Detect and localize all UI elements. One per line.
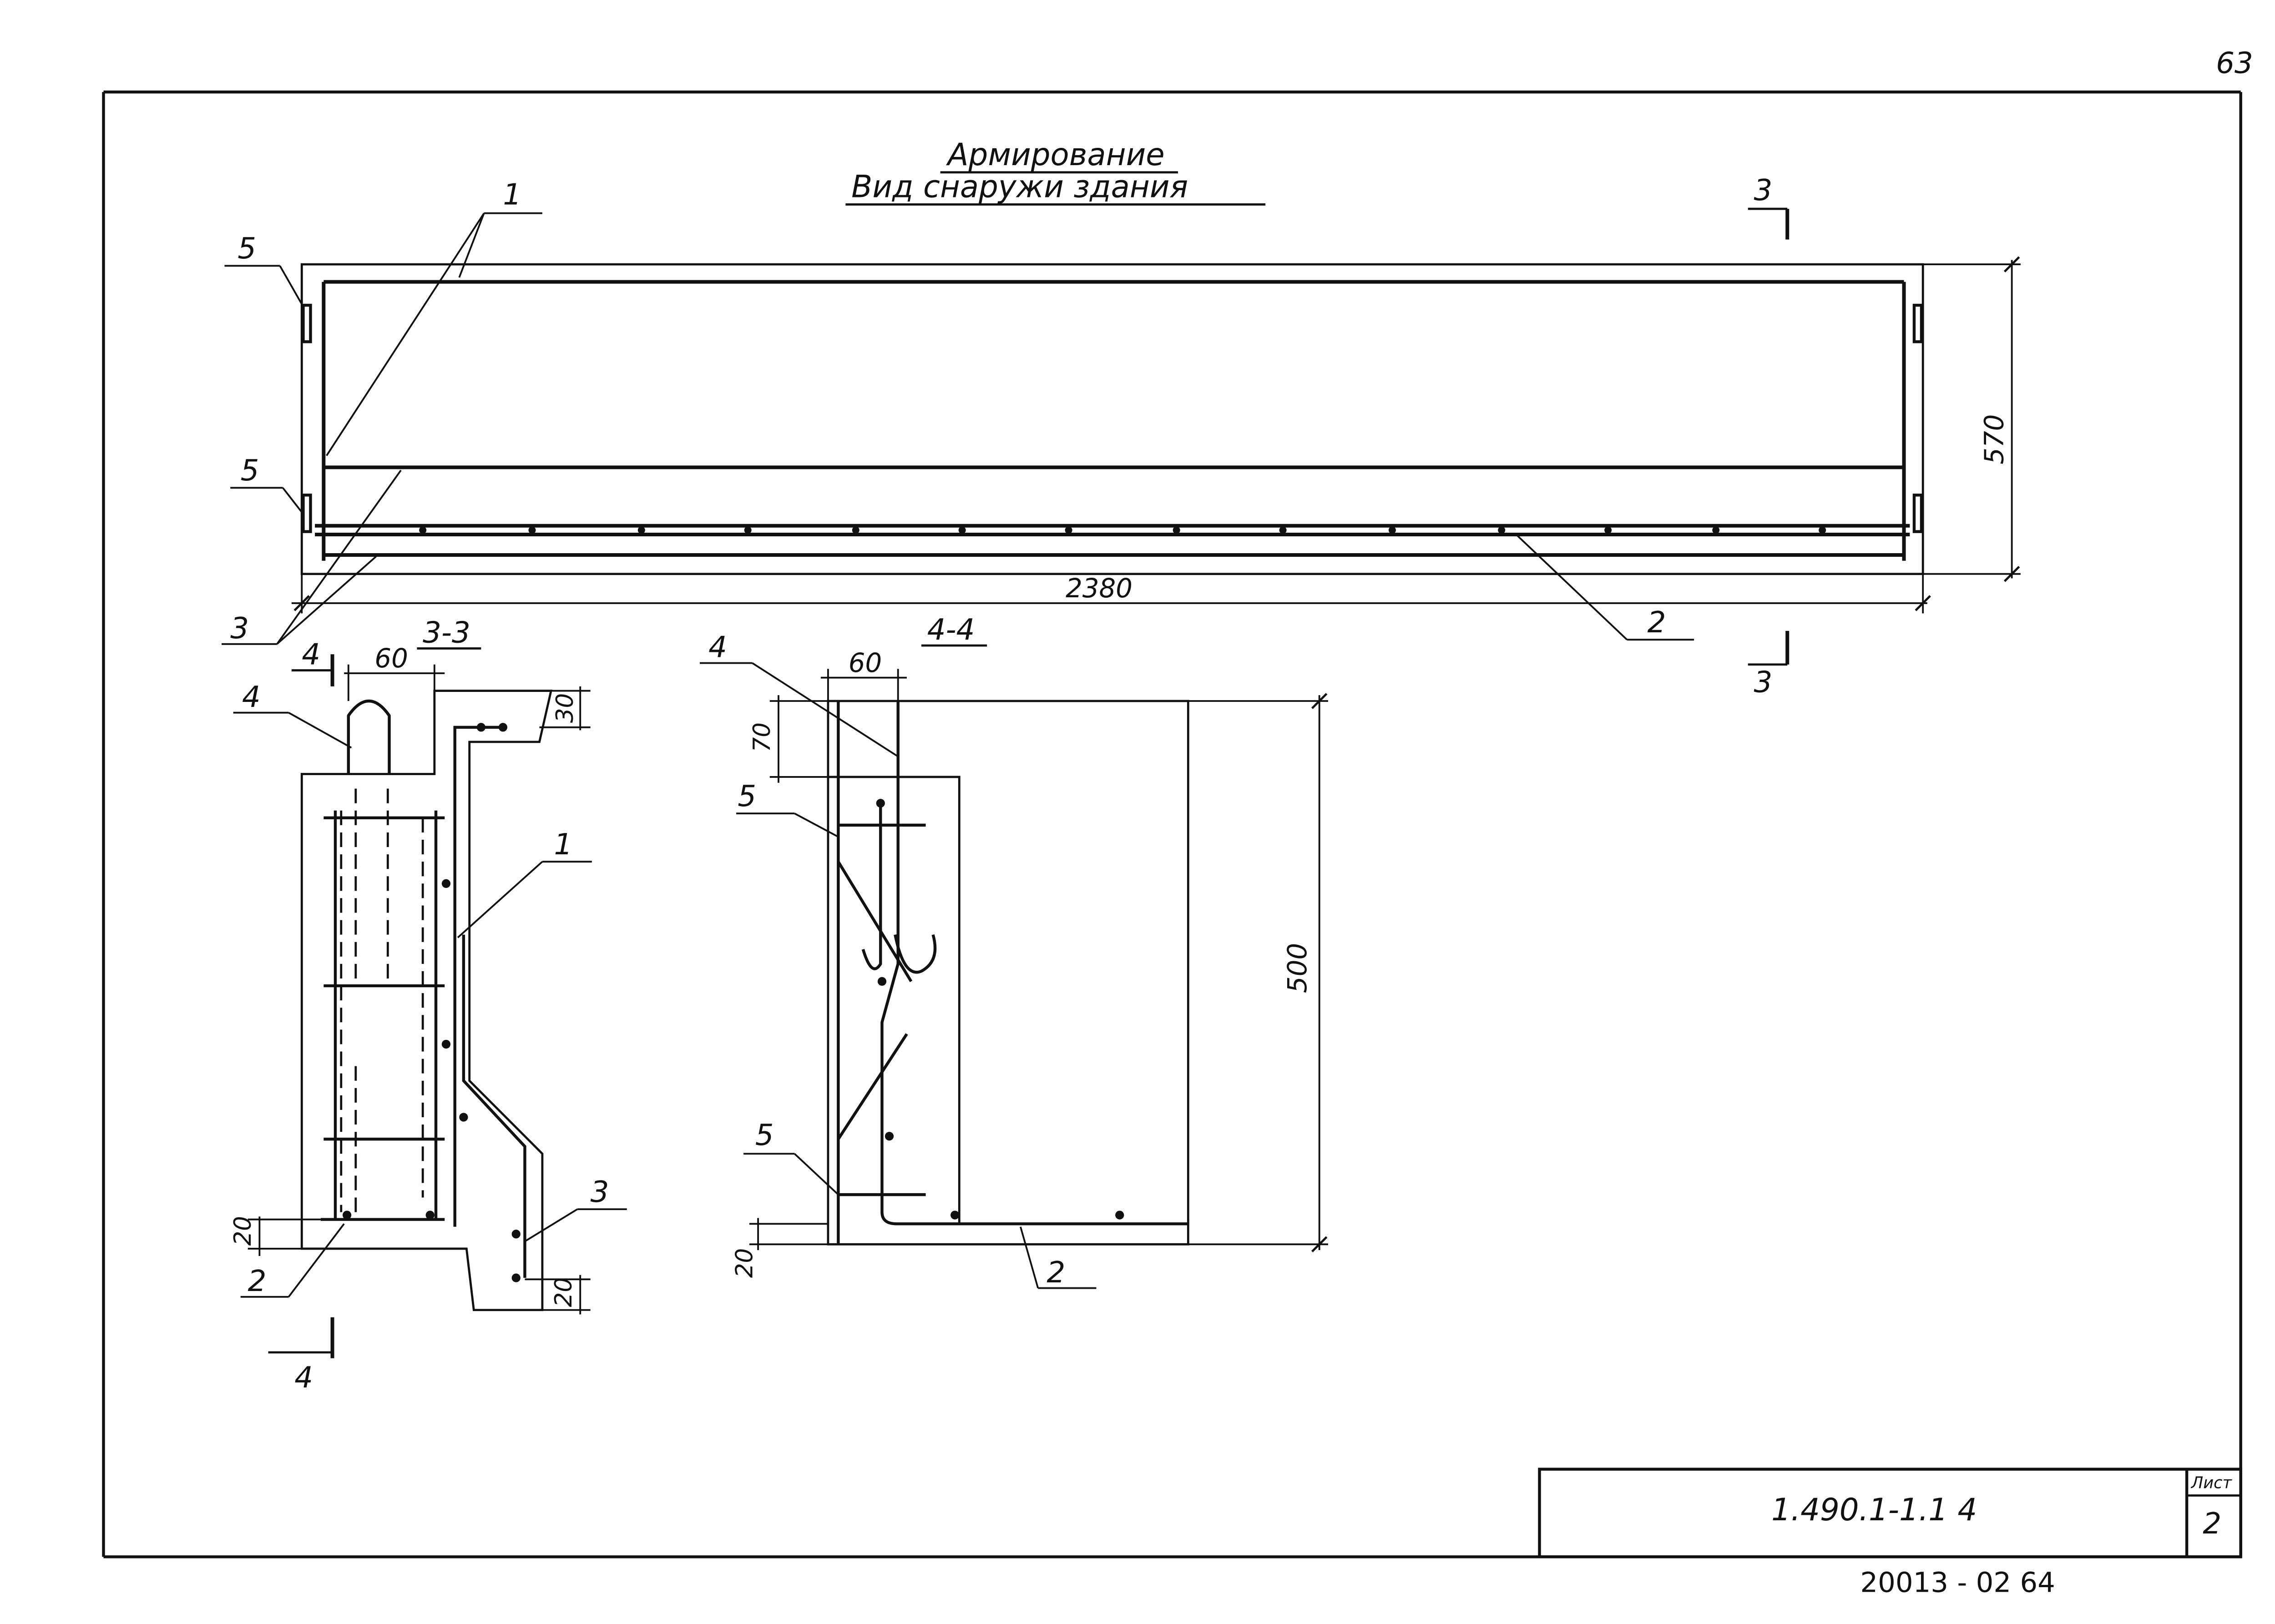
svg-text:4: 4 (302, 638, 320, 672)
document-code: 1.490.1-1.1 4 (1771, 1492, 1977, 1528)
section-mark-3-bottom: 3 (1748, 630, 1790, 700)
section-4-4-callout-2: 2 (1020, 1226, 1097, 1290)
callout-3-label: 3 (230, 611, 249, 646)
callout-3: 3 (222, 469, 402, 646)
section-4-4-callout-4: 4 (699, 630, 899, 757)
section-4-4: 4-4 60 (699, 613, 1328, 1290)
callout-5-lower-label: 5 (241, 454, 259, 488)
title-block: 1.490.1-1.1 4 Лист 2 (1538, 1468, 2242, 1558)
title-line-2: Вид снаружи здания (851, 168, 1188, 204)
section-4-4-dim-70: 70 (748, 695, 828, 783)
svg-text:2: 2 (248, 1264, 267, 1298)
svg-text:20: 20 (229, 1216, 257, 1246)
svg-text:60: 60 (374, 643, 408, 674)
callout-2-label: 2 (1648, 605, 1666, 640)
section-3-3-callout-4: 4 (233, 680, 352, 749)
callout-5-lower: 5 (230, 454, 304, 515)
section-3-3-title: 3-3 (423, 616, 470, 650)
section-mark-3-bottom-label: 3 (1754, 666, 1773, 700)
dimension-height: 570 (1923, 256, 2021, 582)
svg-text:2: 2 (1047, 1256, 1066, 1290)
section-4-4-outline (827, 700, 1189, 1246)
rebar-dots (419, 526, 1826, 534)
callout-1-label: 1 (503, 177, 521, 212)
section-4-4-callout-5-upper: 5 (736, 779, 839, 838)
callout-1: 1 (326, 177, 542, 456)
section-3-3-callout-1: 1 (457, 827, 592, 938)
svg-text:1: 1 (554, 827, 573, 862)
section-4-4-dim-500: 500 (1188, 693, 1328, 1253)
svg-text:3: 3 (591, 1175, 609, 1209)
svg-text:5: 5 (738, 779, 756, 813)
title-line-1: Армирование (946, 136, 1165, 172)
section-mark-3-top-label: 3 (1754, 173, 1773, 207)
section-4-4-title: 4-4 (927, 613, 975, 647)
drawing-title: Армирование Вид снаружи здания (845, 136, 1266, 206)
svg-text:20: 20 (731, 1248, 758, 1278)
svg-text:30: 30 (551, 693, 579, 723)
svg-text:5: 5 (755, 1118, 774, 1152)
section-3-3-dim-20-left: 20 (229, 1216, 321, 1256)
svg-text:4: 4 (242, 680, 261, 714)
svg-text:4: 4 (708, 630, 727, 665)
dimension-length: 2380 (291, 573, 1931, 614)
archive-number: 20013 - 02 64 (1860, 1566, 2055, 1599)
svg-text:20: 20 (550, 1277, 577, 1307)
section-4-4-dim-60: 60 (820, 647, 907, 704)
section-3-3: 3-3 (229, 616, 627, 1395)
callout-5-upper: 5 (224, 232, 304, 308)
svg-text:70: 70 (748, 722, 776, 752)
section-3-3-dim-20-right: 20 (525, 1275, 591, 1315)
section-mark-3-top: 3 (1748, 173, 1790, 240)
callout-5-upper-label: 5 (238, 232, 256, 266)
svg-text:4: 4 (294, 1361, 313, 1395)
page-number: 63 (2216, 46, 2253, 80)
elevation-view: 2380 570 1 5 5 (222, 173, 2021, 700)
callout-2: 2 (1515, 534, 1694, 641)
dimension-length-label: 2380 (1066, 573, 1132, 604)
sheet-label: Лист (2190, 1473, 2233, 1492)
svg-text:500: 500 (1282, 943, 1313, 993)
cut-mark-4-bottom: 4 (268, 1317, 334, 1395)
section-3-3-dim-30: 30 (539, 686, 591, 731)
elevation-panel-outline (300, 263, 1924, 575)
section-4-4-dim-20: 20 (731, 1218, 828, 1278)
cut-mark-4-top: 4 (291, 638, 334, 686)
section-3-3-callout-2: 2 (240, 1223, 345, 1298)
svg-text:60: 60 (849, 647, 882, 678)
sheet-number: 2 (2203, 1507, 2221, 1541)
section-3-3-dim-60: 60 (344, 643, 445, 701)
dimension-height-label: 570 (1978, 414, 2009, 464)
section-4-4-callout-5-lower: 5 (743, 1118, 839, 1195)
section-3-3-callout-3: 3 (524, 1175, 627, 1242)
